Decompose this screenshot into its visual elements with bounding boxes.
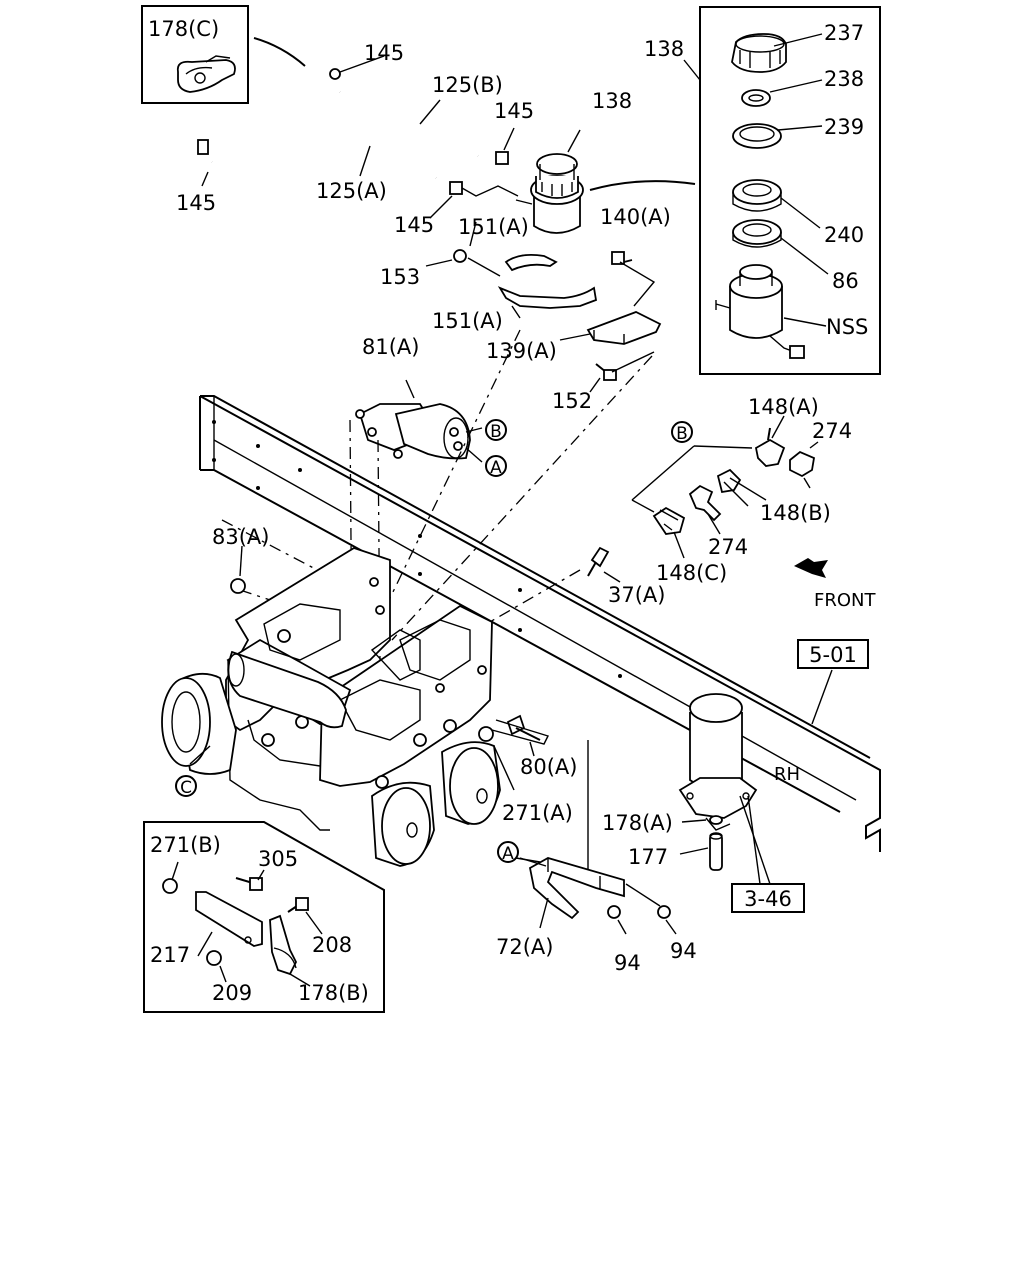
marker-a-bottom: A (497, 841, 519, 864)
svg-text:5-01: 5-01 (809, 643, 857, 667)
hose-to-reservoir (461, 185, 519, 197)
label-145-d: 145 (394, 213, 434, 237)
leader-138 (567, 129, 581, 153)
label-238: 238 (824, 67, 864, 91)
label-rh: RH (774, 764, 800, 785)
label-138-a: 138 (592, 89, 632, 113)
tank-right (441, 741, 501, 825)
label-239: 239 (824, 115, 864, 139)
label-81a: 81(A) (362, 335, 419, 359)
bracket-72a (528, 857, 671, 920)
label-83a: 83(A) (212, 525, 269, 549)
mid-fasteners (230, 546, 610, 745)
valve-81a (355, 403, 471, 460)
label-148c: 148(C) (656, 561, 727, 585)
seal-239 (732, 123, 782, 149)
label-271b: 271(B) (150, 833, 221, 857)
label-151a-2: 151(A) (432, 309, 503, 333)
svg-text:C: C (180, 778, 192, 798)
label-86: 86 (832, 269, 859, 293)
callout-labels: 178(C) 145 125(B) 145 138 138 237 238 23… (148, 17, 876, 1005)
label-178a: 178(A) (602, 811, 673, 835)
label-274-b: 274 (708, 535, 748, 559)
svg-text:B: B (676, 424, 688, 444)
label-front: FRONT (814, 590, 876, 611)
ref-box-3-46: 3-46 (731, 883, 805, 913)
label-305: 305 (258, 847, 298, 871)
air-dryer (678, 693, 758, 831)
fittings-148 (652, 427, 816, 535)
inset-178c (141, 5, 306, 104)
nuts-bolts-upper (453, 249, 633, 381)
pin-177 (709, 832, 723, 871)
label-217: 217 (150, 943, 190, 967)
label-37a: 37(A) (608, 583, 665, 607)
label-125b: 125(B) (432, 73, 503, 97)
label-240: 240 (824, 223, 864, 247)
label-274-a: 274 (812, 419, 852, 443)
leaders-inset (683, 33, 829, 327)
frame-rail (199, 395, 881, 852)
label-72a: 72(A) (496, 935, 553, 959)
label-140a: 140(A) (600, 205, 671, 229)
tank-left (161, 672, 237, 775)
reservoir-138 (515, 153, 584, 234)
label-148b: 148(B) (760, 501, 831, 525)
label-237: 237 (824, 21, 864, 45)
cap-237 (731, 33, 787, 73)
label-nss: NSS (826, 315, 868, 339)
marker-b-right: B (671, 421, 693, 444)
label-94-b: 94 (670, 939, 697, 963)
inset-bottom (143, 821, 385, 1013)
label-271a: 271(A) (502, 801, 573, 825)
pointer-178c (253, 37, 306, 67)
inset-138-frame (699, 6, 881, 375)
marker-b-top: B (485, 419, 507, 442)
label-139a: 139(A) (486, 339, 557, 363)
label-145-c: 145 (176, 191, 216, 215)
svg-text:A: A (502, 844, 514, 864)
label-80a: 80(A) (520, 755, 577, 779)
reservoir-body-nss (715, 264, 805, 359)
filter-240 (732, 179, 782, 212)
label-145-a: 145 (364, 41, 404, 65)
hose-125a (210, 120, 437, 180)
marker-c-left: C (175, 775, 197, 798)
inset-178c-frame (141, 5, 249, 104)
label-94-a: 94 (614, 951, 641, 975)
tank-center (371, 781, 435, 867)
label-145-b: 145 (494, 99, 534, 123)
label-178c: 178(C) (148, 17, 219, 41)
svg-text:3-46: 3-46 (744, 887, 792, 911)
label-178b: 178(B) (298, 981, 369, 1005)
label-208: 208 (312, 933, 352, 957)
clip-178c-icon (176, 55, 236, 93)
label-138-b: 138 (644, 37, 684, 61)
label-177: 177 (628, 845, 668, 869)
element-86 (732, 219, 782, 248)
label-152: 152 (552, 389, 592, 413)
svg-text:A: A (490, 458, 502, 478)
ref-box-5-01: 5-01 (797, 639, 869, 669)
valve-178a (709, 815, 723, 825)
svg-text:B: B (490, 422, 502, 442)
label-153: 153 (380, 265, 420, 289)
front-arrow-icon (794, 558, 828, 578)
inset-bottom-frame (143, 821, 385, 1013)
roll-pin (227, 650, 347, 729)
bracket-151-139 (497, 253, 662, 345)
label-151a-1: 151(A) (458, 215, 529, 239)
hose-125b (338, 91, 479, 158)
ring-238 (741, 89, 771, 107)
label-148a: 148(A) (748, 395, 819, 419)
marker-a-top: A (485, 455, 507, 478)
label-125a: 125(A) (316, 179, 387, 203)
pointer-138 (589, 180, 696, 191)
hose-clamps-145 (197, 68, 509, 195)
label-209: 209 (212, 981, 252, 1005)
